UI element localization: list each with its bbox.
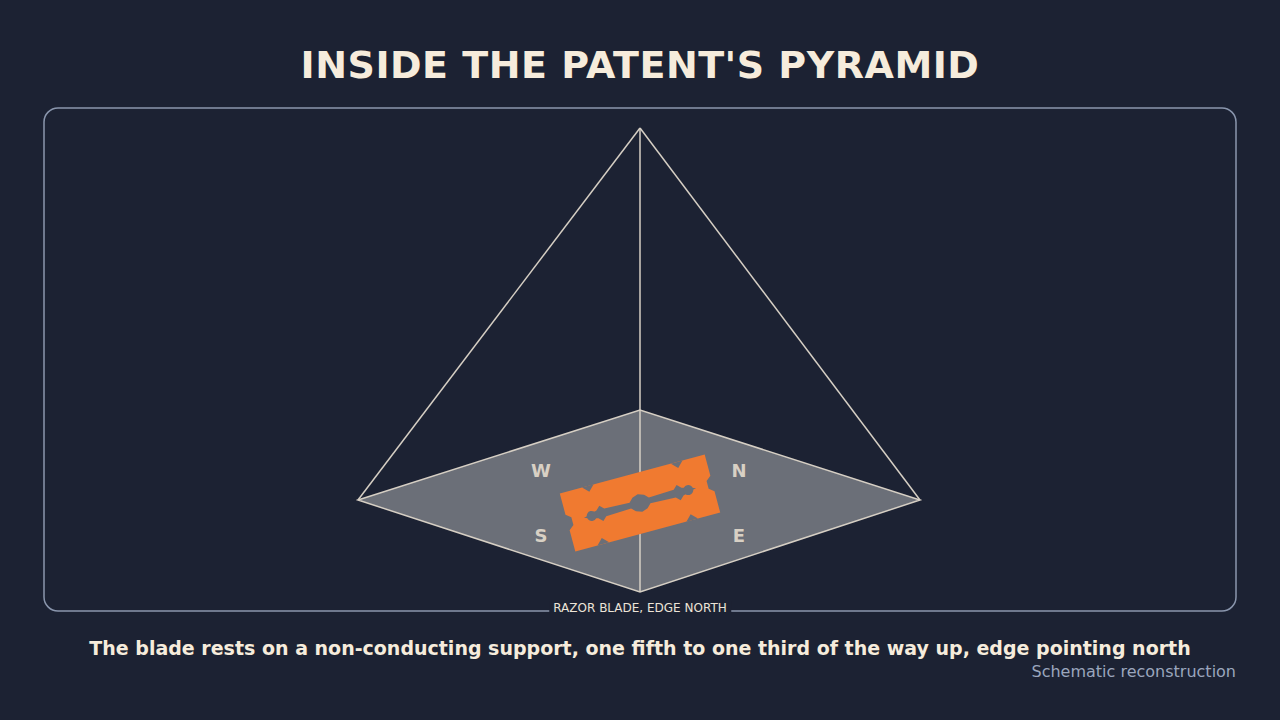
pyramid-base [358,410,920,592]
compass-letter: E [733,525,745,546]
pyramid-edges [358,128,920,592]
footnote: Schematic reconstruction [1032,662,1237,681]
caption: The blade rests on a non-conducting supp… [89,637,1190,659]
compass-letter: W [531,460,551,481]
compass-letter: N [731,460,746,481]
panel-frame [44,108,1236,611]
razor-blade [560,455,720,552]
compass-letter: S [535,525,548,546]
blade-label: RAZOR BLADE, EDGE NORTH [549,601,731,615]
title: INSIDE THE PATENT'S PYRAMID [301,43,980,87]
